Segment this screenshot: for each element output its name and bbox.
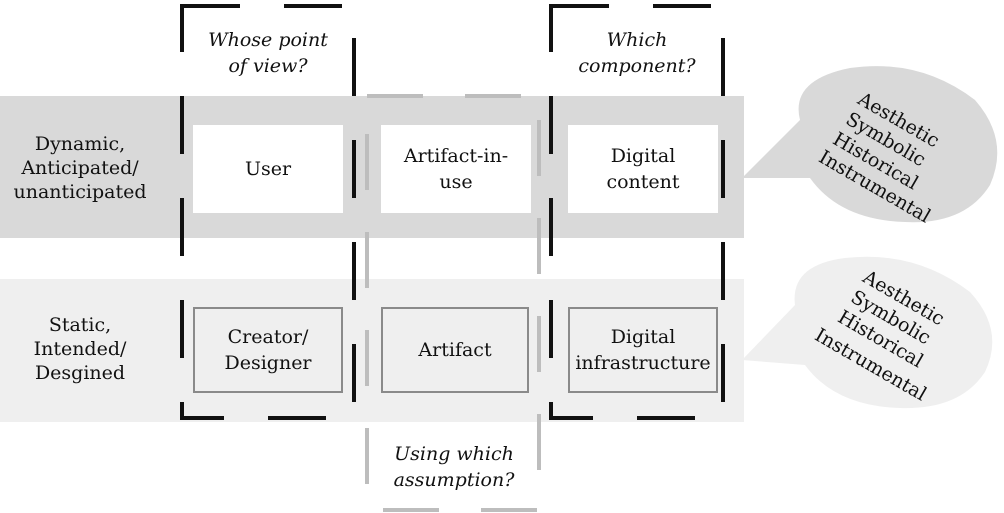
cell-artifact: Artifact [381, 307, 529, 393]
speech-bubble-static [742, 256, 993, 409]
static-row-label: Static, Intended/ Desgined [33, 314, 127, 384]
point-of-view-question: Whose point of view? [208, 29, 328, 77]
cell-artifact-in-use: Artifact-in- use [381, 125, 531, 213]
point-of-view-column-outline [180, 4, 356, 420]
assumption-question: Using which assumption? [393, 443, 515, 491]
component-question: Which component? [578, 29, 696, 77]
speech-bubble-dynamic [742, 66, 998, 223]
cell-user: User [193, 125, 343, 213]
cell-creator-designer: Creator/ Designer [193, 307, 343, 393]
dynamic-row-label: Dynamic, Anticipated/ unanticipated [13, 133, 147, 203]
cell-digital-infrastructure: Digital infrastructure [568, 307, 718, 393]
component-column-outline [549, 4, 725, 420]
cell-digital-content: Digital content [568, 125, 718, 213]
